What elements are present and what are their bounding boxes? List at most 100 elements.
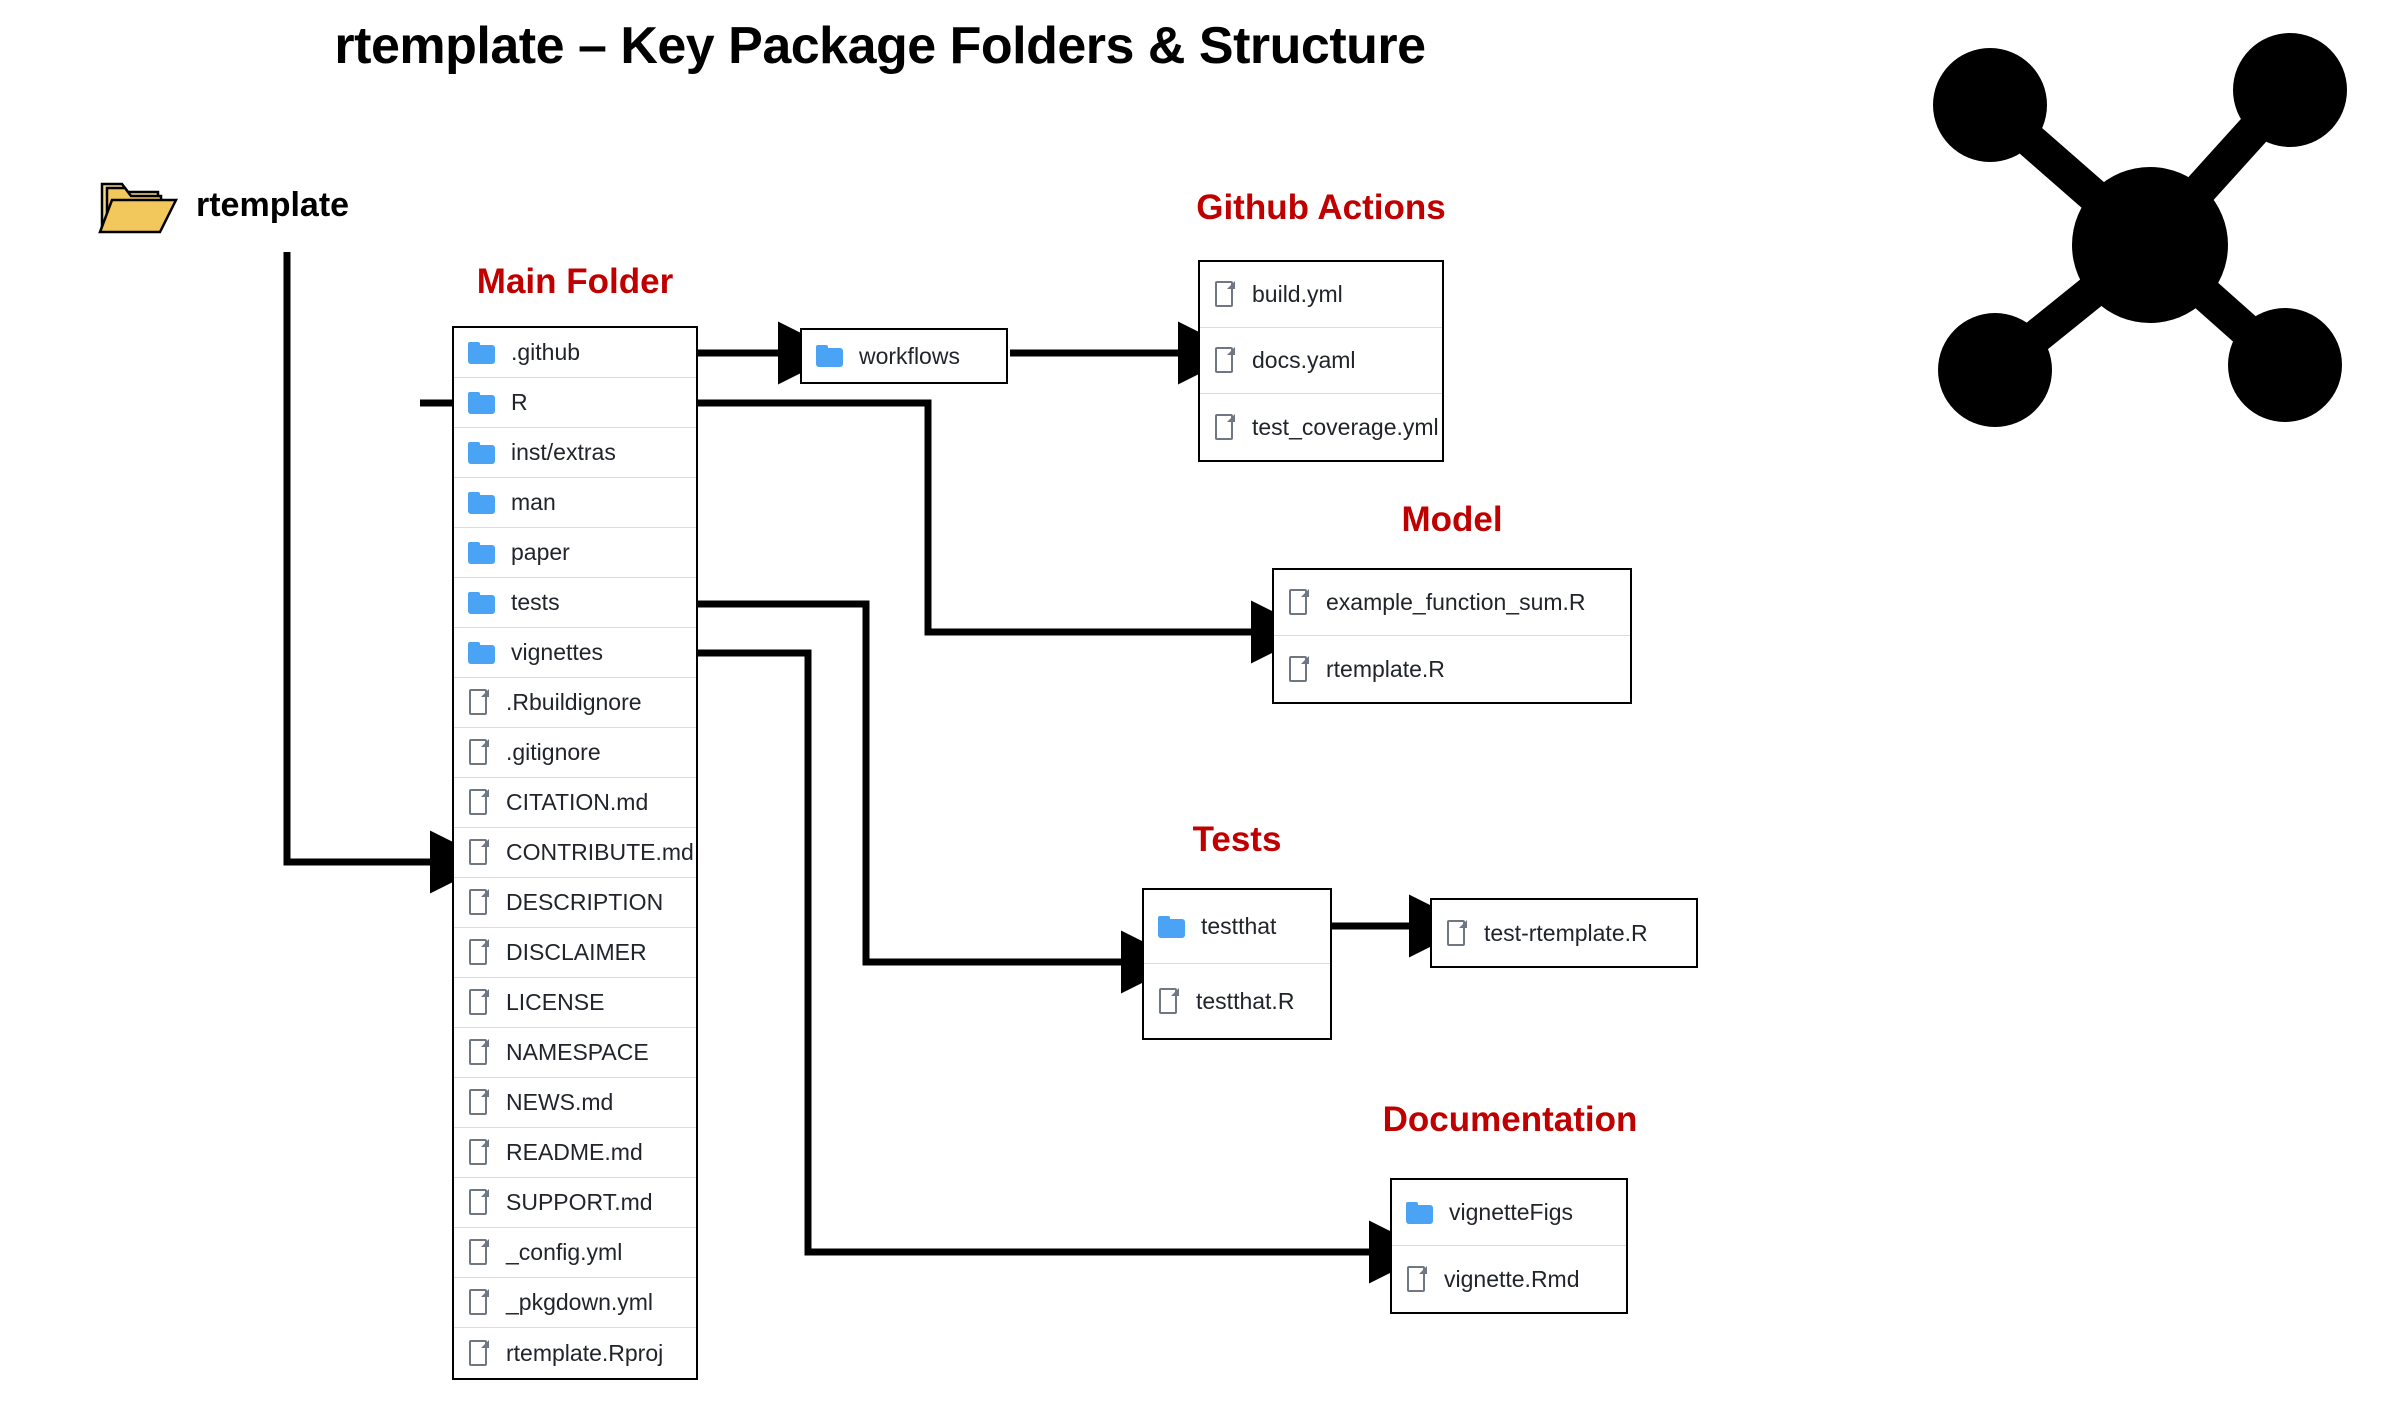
folder-icon — [1158, 915, 1185, 938]
file-icon — [1446, 919, 1468, 947]
folder-row[interactable]: tests — [454, 578, 696, 628]
wire-root-to-contribute — [283, 252, 493, 894]
file-icon — [1214, 281, 1236, 308]
heading-tests: Tests — [1192, 820, 1282, 859]
file-row[interactable]: CONTRIBUTE.md — [454, 828, 696, 878]
file-icon — [468, 789, 490, 816]
item-label: testthat — [1201, 913, 1277, 939]
file-row[interactable]: DESCRIPTION — [454, 878, 696, 928]
file-row[interactable]: NAMESPACE — [454, 1028, 696, 1078]
file-row[interactable]: _config.yml — [454, 1228, 696, 1278]
file-icon — [468, 1139, 490, 1166]
item-label: test_coverage.yml — [1252, 413, 1439, 440]
item-label: CITATION.md — [506, 789, 649, 815]
folder-icon — [816, 345, 843, 367]
file-icon — [468, 839, 490, 866]
file-row[interactable]: test_coverage.yml — [1200, 394, 1442, 460]
folder-icon — [468, 391, 495, 414]
item-label: .github — [511, 339, 581, 365]
file-icon — [468, 889, 490, 916]
testthat-list[interactable]: testthat testthat.R — [1142, 888, 1332, 1040]
file-row[interactable]: README.md — [454, 1128, 696, 1178]
file-row[interactable]: example_function_sum.R — [1274, 570, 1630, 636]
item-label: vignetteFigs — [1449, 1199, 1574, 1225]
file-row[interactable]: testthat.R — [1144, 964, 1330, 1038]
folder-row[interactable]: paper — [454, 528, 696, 578]
item-label: .Rbuildignore — [506, 689, 642, 715]
folder-icon — [468, 491, 495, 514]
file-icon — [468, 1289, 490, 1316]
heading-main-folder: Main Folder — [476, 262, 674, 301]
item-label: _pkgdown.yml — [506, 1289, 654, 1315]
heading-model: Model — [1401, 500, 1503, 539]
root-folder-label: rtemplate — [196, 185, 350, 224]
folder-icon — [1406, 1201, 1433, 1224]
folder-row[interactable]: vignettes — [454, 628, 696, 678]
file-icon — [468, 739, 490, 766]
folder-row[interactable]: man — [454, 478, 696, 528]
folder-icon — [468, 641, 495, 664]
item-label: R — [511, 389, 528, 415]
item-label: README.md — [506, 1139, 643, 1165]
item-label: example_function_sum.R — [1326, 589, 1586, 615]
file-row[interactable]: .gitignore — [454, 728, 696, 778]
file-icon — [468, 1189, 490, 1216]
file-icon — [1288, 655, 1310, 683]
file-icon — [468, 689, 490, 716]
file-icon — [468, 989, 490, 1016]
file-row[interactable]: DISCLAIMER — [454, 928, 696, 978]
file-row[interactable]: test-rtemplate.R — [1432, 900, 1696, 966]
file-icon — [1288, 589, 1310, 616]
item-label: DISCLAIMER — [506, 939, 647, 965]
item-label: LICENSE — [506, 989, 605, 1015]
page-title: rtemplate – Key Package Folders & Struct… — [334, 17, 1426, 75]
file-icon — [468, 939, 490, 966]
folder-icon — [468, 441, 495, 464]
file-row[interactable]: NEWS.md — [454, 1078, 696, 1128]
folder-row[interactable]: testthat — [1144, 890, 1330, 964]
file-icon — [1406, 1265, 1428, 1293]
item-label: rtemplate.R — [1326, 655, 1445, 682]
folder-row[interactable]: workflows — [802, 330, 1006, 382]
folder-row[interactable]: R — [454, 378, 696, 428]
item-label: test-rtemplate.R — [1484, 919, 1648, 946]
folder-row[interactable]: vignetteFigs — [1392, 1180, 1626, 1246]
file-icon — [1214, 413, 1236, 441]
file-row[interactable]: vignette.Rmd — [1392, 1246, 1626, 1312]
file-row[interactable]: _pkgdown.yml — [454, 1278, 696, 1328]
heading-documentation: Documentation — [1382, 1100, 1638, 1139]
file-icon — [468, 1089, 490, 1116]
folder-row[interactable]: inst/extras — [454, 428, 696, 478]
file-row[interactable]: build.yml — [1200, 262, 1442, 328]
item-label: DESCRIPTION — [506, 889, 664, 915]
workflows-list[interactable]: workflows — [800, 328, 1008, 384]
item-label: tests — [511, 589, 560, 615]
item-label: paper — [511, 539, 570, 565]
github-actions-list[interactable]: build.yml docs.yaml test_coverage.yml — [1198, 260, 1444, 462]
file-icon — [468, 1239, 490, 1266]
model-list[interactable]: example_function_sum.R rtemplate.R — [1272, 568, 1632, 704]
item-label: rtemplate.Rproj — [506, 1339, 664, 1366]
item-label: man — [511, 489, 556, 515]
file-row[interactable]: docs.yaml — [1200, 328, 1442, 394]
item-label: workflows — [859, 342, 960, 369]
file-row[interactable]: LICENSE — [454, 978, 696, 1028]
file-row[interactable]: rtemplate.Rproj — [454, 1328, 696, 1378]
folder-row[interactable]: .github — [454, 328, 696, 378]
item-label: SUPPORT.md — [506, 1189, 653, 1215]
file-icon — [468, 1039, 490, 1066]
file-icon — [1214, 347, 1236, 374]
file-row[interactable]: .Rbuildignore — [454, 678, 696, 728]
file-row[interactable]: rtemplate.R — [1274, 636, 1630, 702]
item-label: build.yml — [1252, 281, 1343, 307]
item-label: inst/extras — [511, 439, 616, 465]
folder-icon — [468, 341, 495, 364]
documentation-list[interactable]: vignetteFigs vignette.Rmd — [1390, 1178, 1628, 1314]
folder-icon — [468, 591, 495, 614]
test-file-list[interactable]: test-rtemplate.R — [1430, 898, 1698, 968]
file-row[interactable]: SUPPORT.md — [454, 1178, 696, 1228]
file-row[interactable]: CITATION.md — [454, 778, 696, 828]
open-folder-icon — [98, 174, 179, 236]
folder-icon — [468, 541, 495, 564]
